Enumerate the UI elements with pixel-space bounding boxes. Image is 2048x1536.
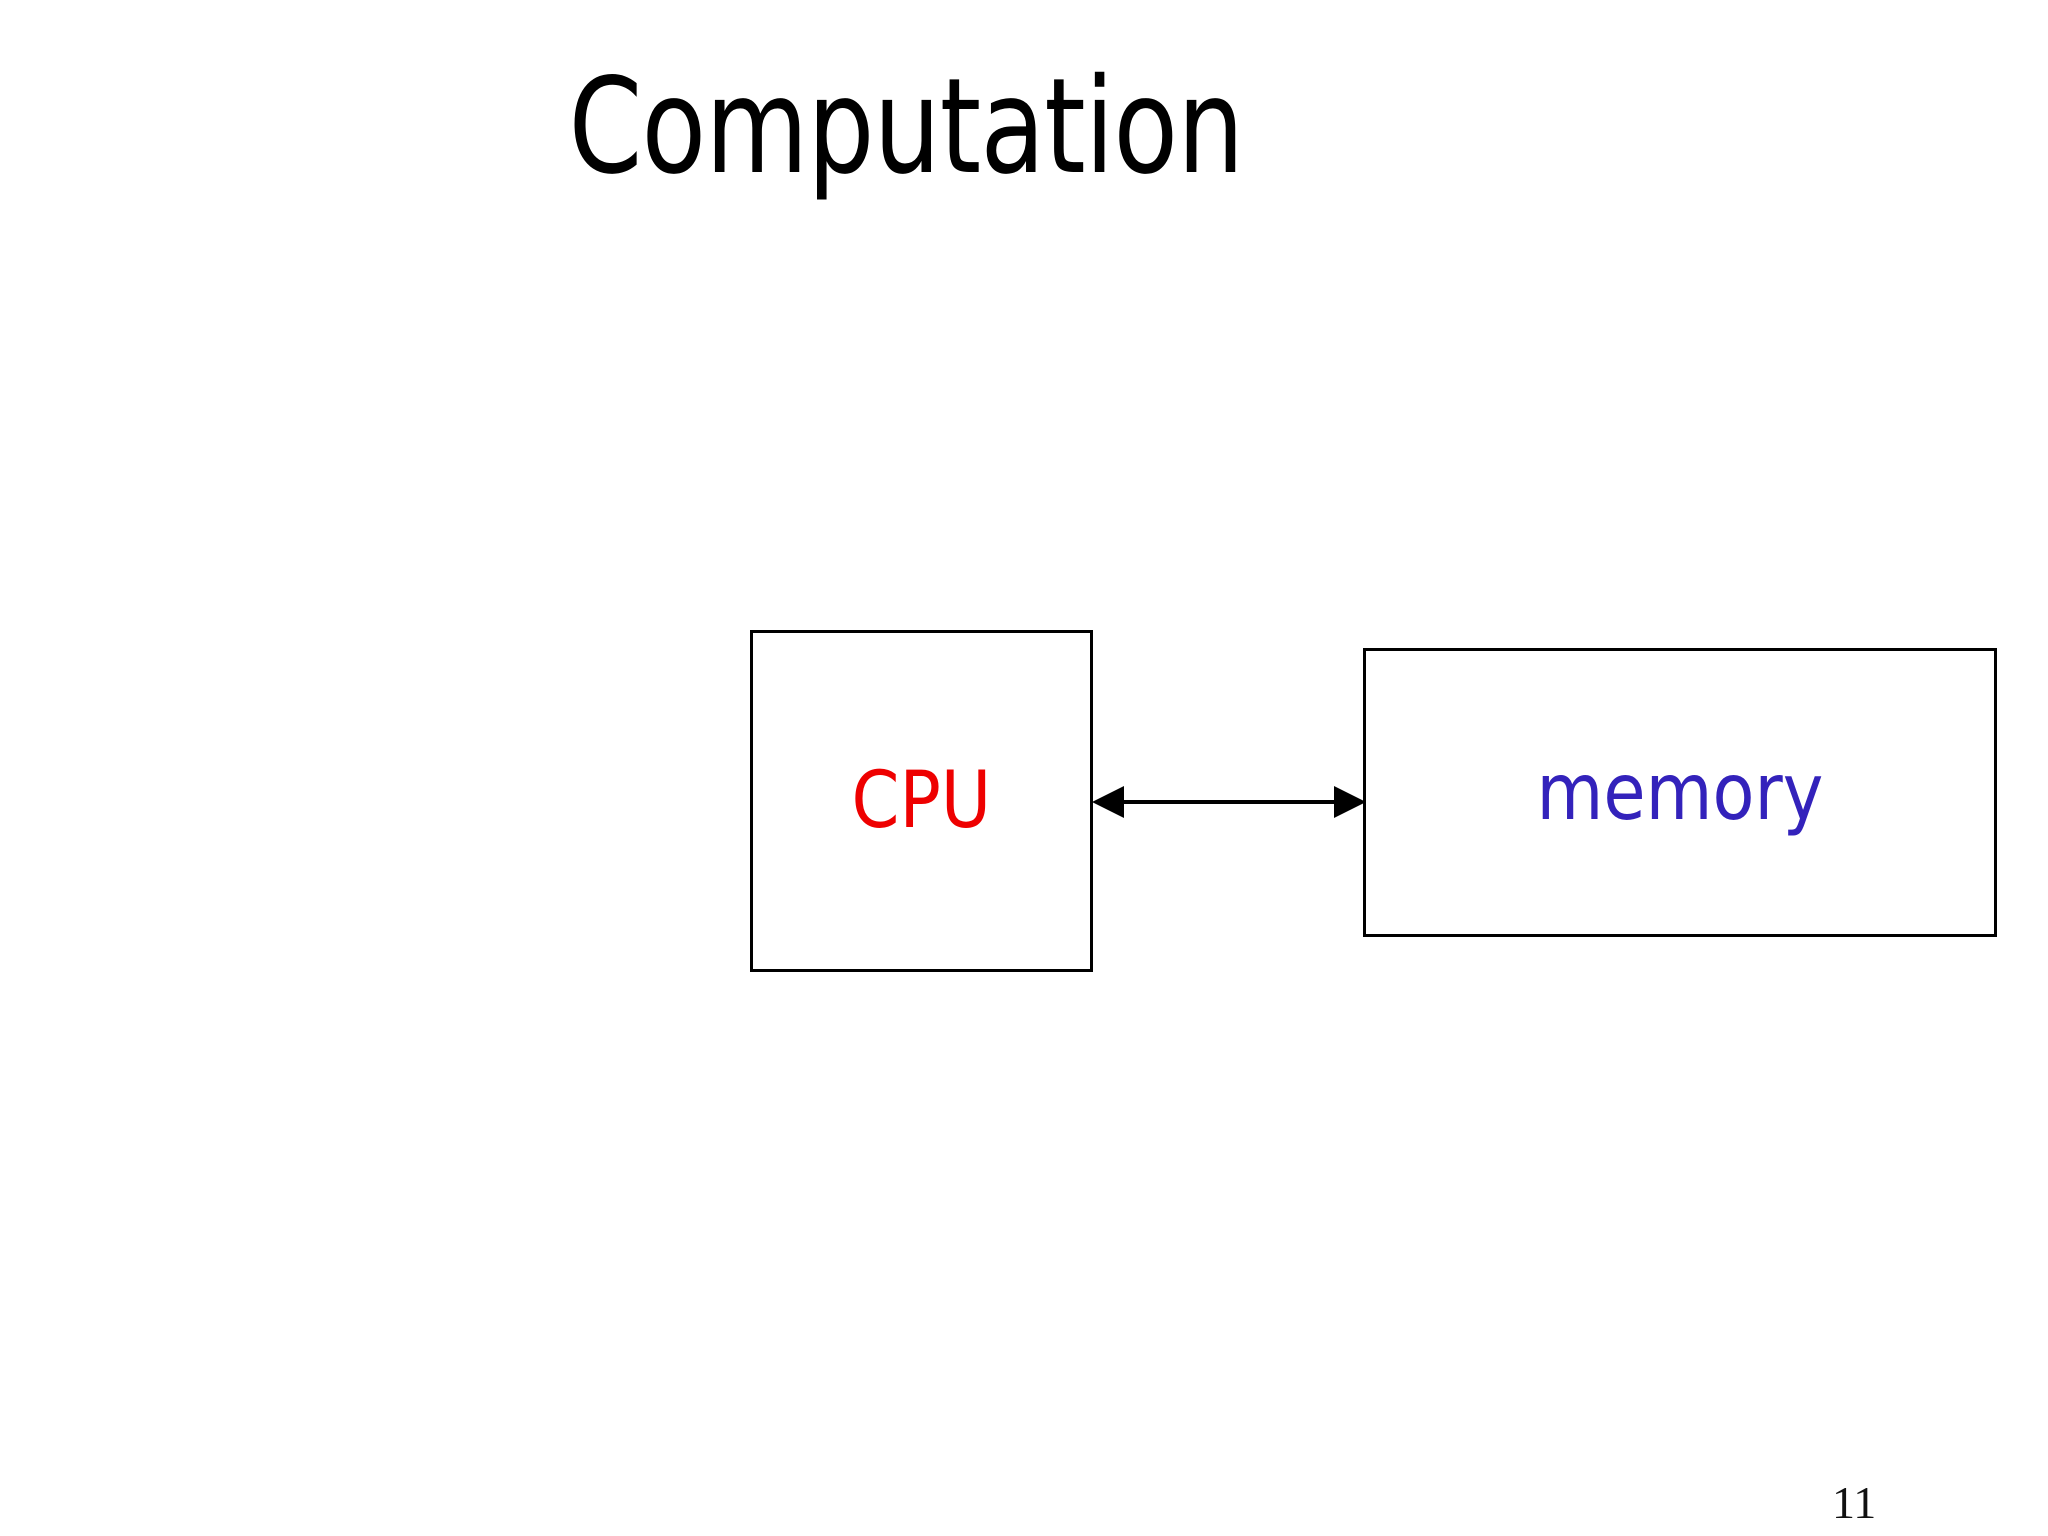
diagram-node-memory-label: memory xyxy=(1536,747,1824,838)
page-title: Computation xyxy=(568,50,1245,204)
page-number: 11 xyxy=(1832,1477,1877,1528)
double-arrow-icon xyxy=(1090,770,1368,834)
double-arrow-svg xyxy=(1092,786,1366,818)
diagram-node-cpu: CPU xyxy=(750,630,1093,972)
diagram-node-memory: memory xyxy=(1363,648,1997,937)
arrowhead-left xyxy=(1092,786,1124,818)
diagram-node-cpu-label: CPU xyxy=(851,756,992,846)
arrowhead-right xyxy=(1334,786,1366,818)
